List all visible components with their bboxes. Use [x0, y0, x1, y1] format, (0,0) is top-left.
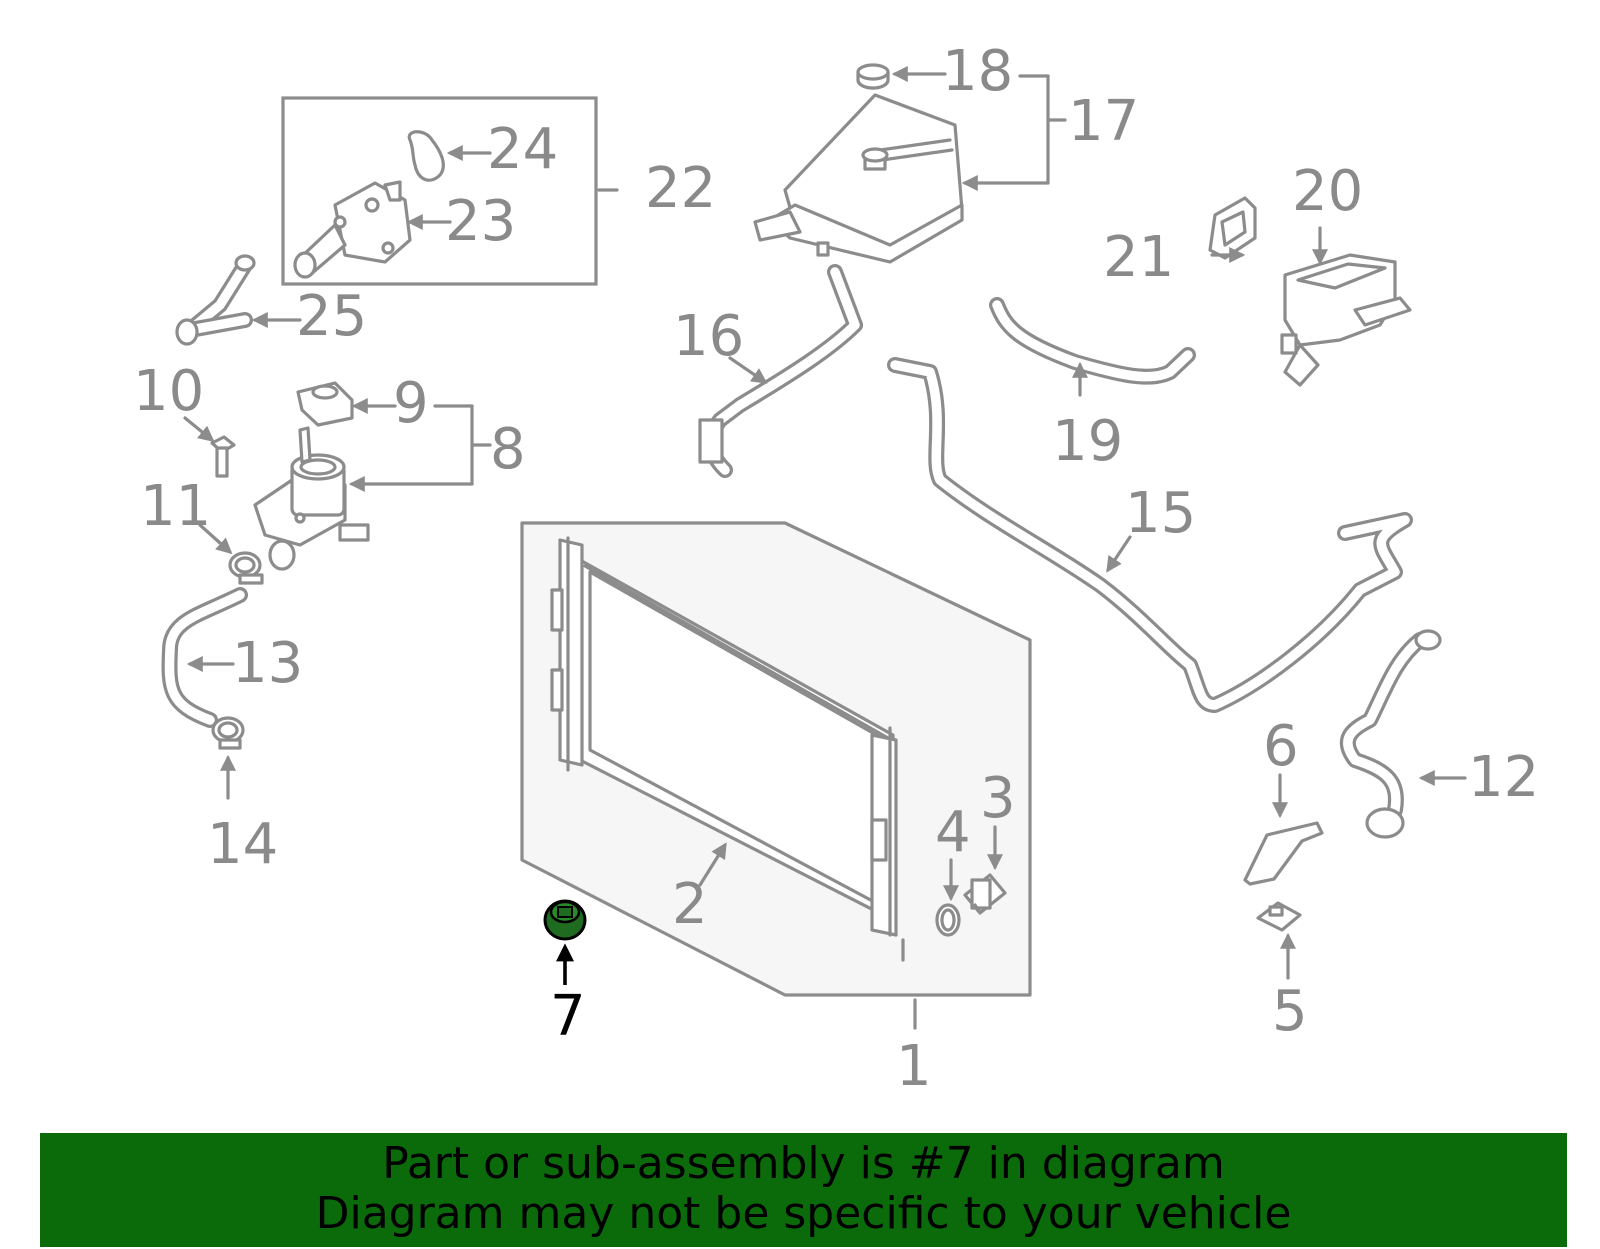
insulator[interactable]: [1256, 901, 1302, 932]
drain-plug[interactable]: [963, 873, 1007, 915]
callout-13: 13: [232, 631, 303, 696]
callout-9: 9: [393, 371, 429, 436]
callout-1: 1: [896, 1034, 932, 1099]
thermostat-housing[interactable]: [1280, 253, 1412, 387]
hose-clamp-14[interactable]: [211, 716, 245, 750]
bracket[interactable]: [1243, 821, 1324, 886]
banner-disclaimer: Diagram may not be specific to your vehi…: [315, 1188, 1292, 1239]
callout-2: 2: [672, 872, 708, 937]
callout-20: 20: [1292, 159, 1363, 224]
callout-labels: 1 2 3 4 5 6 7 8 9 10 11 12 13 14 15 16 1…: [133, 39, 1539, 1099]
water-outlet[interactable]: [293, 180, 412, 279]
callout-24: 24: [487, 117, 558, 182]
hose-15[interactable]: [887, 357, 1413, 713]
callout-8: 8: [490, 417, 526, 482]
reservoir-cap[interactable]: [856, 63, 890, 90]
callout-leaders: [183, 66, 1467, 985]
hose-clamp-11[interactable]: [228, 551, 264, 585]
callout-17: 17: [1068, 89, 1139, 154]
callout-7: 7: [550, 984, 586, 1049]
bolt[interactable]: [210, 435, 236, 478]
hose-13[interactable]: [161, 587, 248, 728]
callout-21: 21: [1103, 225, 1174, 290]
callout-23: 23: [445, 189, 516, 254]
callout-4: 4: [935, 800, 971, 865]
drain-plug-o-ring[interactable]: [935, 903, 961, 937]
callout-11: 11: [140, 474, 211, 539]
thermostat-gasket[interactable]: [1208, 196, 1257, 260]
callout-15: 15: [1125, 481, 1196, 546]
hose-25[interactable]: [175, 254, 256, 346]
callout-22: 22: [645, 156, 716, 221]
callout-3: 3: [980, 766, 1016, 831]
callout-10: 10: [133, 359, 204, 424]
callout-18: 18: [942, 39, 1013, 104]
filler-neck[interactable]: [253, 426, 370, 571]
info-banner: Part or sub-assembly is #7 in diagram Di…: [40, 1133, 1567, 1247]
callout-14: 14: [207, 812, 278, 877]
coolant-reservoir[interactable]: [753, 93, 964, 264]
water-outlet-kit-box: [281, 96, 619, 286]
radiator-cap[interactable]: [296, 381, 354, 427]
water-outlet-o-ring[interactable]: [407, 130, 445, 182]
callout-25: 25: [296, 284, 367, 349]
hose-19[interactable]: [989, 297, 1196, 385]
nut-part-7[interactable]: [543, 899, 587, 941]
hose-12[interactable]: [1339, 629, 1442, 839]
callout-16: 16: [673, 304, 744, 369]
banner-part-message: Part or sub-assembly is #7 in diagram: [382, 1138, 1225, 1189]
callout-19: 19: [1052, 409, 1123, 474]
hose-16[interactable]: [698, 264, 863, 478]
callout-5: 5: [1272, 979, 1308, 1044]
callout-6: 6: [1263, 714, 1299, 779]
radiator[interactable]: [550, 536, 905, 962]
callout-12: 12: [1468, 745, 1539, 810]
